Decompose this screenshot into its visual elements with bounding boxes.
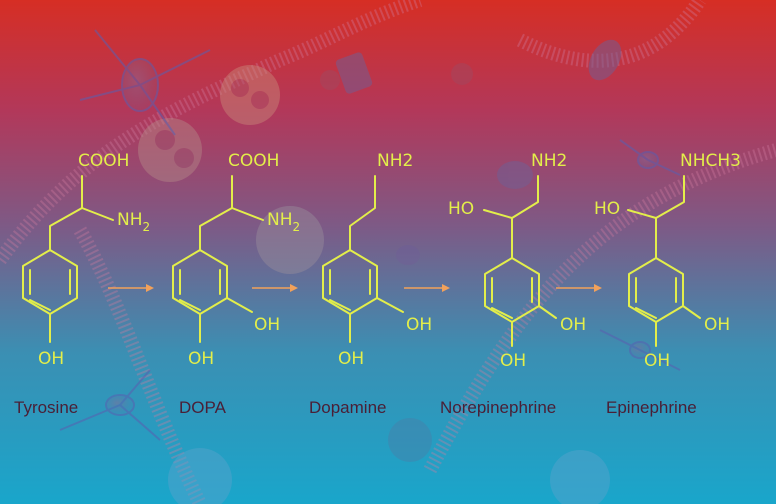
side-chain-bonds [49, 175, 114, 251]
reaction-arrow [404, 284, 450, 292]
meta-hydroxyl-label: OH [254, 315, 280, 335]
amine-label: NHCH3 [680, 151, 741, 171]
molecule-name-label: DOPA [179, 398, 227, 417]
amine-label: NH2 [531, 151, 567, 171]
molecule-epinephrine: NHCH3 HO OH OH Epinephrine [594, 151, 741, 417]
molecule-dopa: COOH NH2 OH OH DOPA [172, 151, 300, 417]
meta-hydroxyl-label: OH [560, 315, 586, 335]
amine-label: NH2 [377, 151, 413, 171]
amine-label: NH2 [267, 210, 300, 234]
para-hydroxyl-label: OH [338, 349, 364, 369]
amine-label: NH2 [117, 210, 150, 234]
carboxyl-label: COOH [228, 151, 279, 171]
meta-oh-bond [538, 305, 557, 319]
alcohol-hydroxyl-label: HO [448, 199, 474, 219]
alcohol-hydroxyl-label: HO [594, 199, 620, 219]
molecule-name-label: Tyrosine [14, 398, 78, 417]
side-chain-bonds [483, 175, 539, 259]
molecule-norepinephrine: NH2 HO OH OH Norepinephrine [440, 151, 586, 417]
vesicle-decoration [138, 63, 610, 504]
carboxyl-label: COOH [78, 151, 129, 171]
molecule-name-label: Norepinephrine [440, 398, 556, 417]
para-hydroxyl-label: OH [188, 349, 214, 369]
para-hydroxyl-label: OH [500, 351, 526, 371]
para-hydroxyl-label: OH [644, 351, 670, 371]
ring-double-bonds [491, 277, 533, 319]
ring-double-bonds [635, 277, 677, 319]
ring-double-bonds [179, 269, 221, 311]
reaction-arrow [556, 284, 602, 292]
para-hydroxyl-label: OH [38, 349, 64, 369]
meta-hydroxyl-label: OH [406, 315, 432, 335]
side-chain-bonds [199, 175, 264, 251]
side-chain-bonds [627, 175, 685, 259]
molecule-tyrosine: COOH NH2 OH Tyrosine [14, 151, 150, 417]
meta-oh-bond [376, 297, 404, 313]
meta-oh-bond [226, 297, 253, 313]
molecule-name-label: Dopamine [309, 398, 387, 417]
reaction-arrow [252, 284, 298, 292]
meta-oh-bond [682, 305, 701, 319]
ring-double-bonds [329, 269, 371, 311]
molecule-name-label: Epinephrine [606, 398, 697, 417]
meta-hydroxyl-label: OH [704, 315, 730, 335]
ring-double-bonds [29, 269, 71, 311]
side-chain-bonds [349, 175, 376, 251]
neuron-decoration [59, 29, 681, 441]
molecule-dopamine: NH2 OH OH Dopamine [309, 151, 432, 417]
reaction-arrow [108, 284, 154, 292]
receptor-decoration [335, 39, 622, 265]
